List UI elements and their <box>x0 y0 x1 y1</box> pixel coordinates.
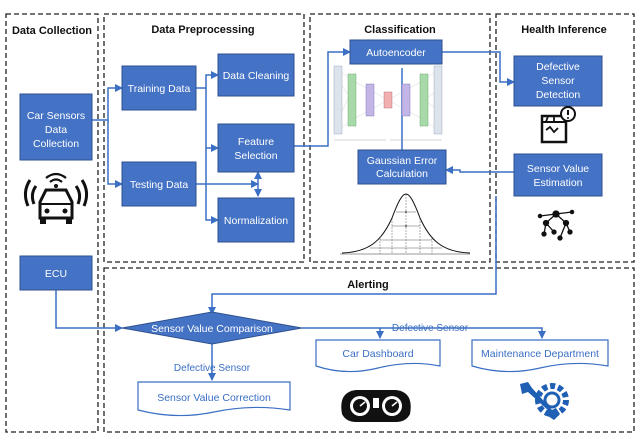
sensor-value-estimation-box <box>513 153 603 197</box>
autoencoder-label: Autoencoder <box>366 47 426 59</box>
arrow-training-to-feature <box>205 88 219 152</box>
section-title-data-preprocessing: Data Preprocessing <box>151 24 254 36</box>
arrow-comparison-to-maintenance <box>380 327 546 339</box>
arrow-bus-to-normalization <box>205 148 219 224</box>
autoencoder-network-figure <box>333 65 443 141</box>
section-title-data-collection: Data Collection <box>12 25 92 37</box>
classification-frame <box>309 13 491 263</box>
edge-label-defective-dashboard: Defective Sensor <box>392 323 469 334</box>
feature-selection-label-1: Feature <box>238 136 274 148</box>
network-tree-icon <box>537 209 575 241</box>
ecu-label: ECU <box>45 268 67 280</box>
arrow-feature-to-autoencoder <box>294 48 351 147</box>
data-collection-frame <box>5 13 99 433</box>
car-sensor-icon <box>23 172 89 224</box>
data-cleaning-box <box>217 53 295 97</box>
normalization-label: Normalization <box>224 215 288 227</box>
arrow-comparison-to-dashboard <box>302 327 384 339</box>
package-alert-icon <box>540 106 576 144</box>
ecu-box <box>19 255 93 291</box>
arrow-sensors-to-training <box>92 84 123 121</box>
data-cleaning-label: Data Cleaning <box>223 70 290 82</box>
gaussian-error-label-1: Gaussian Error <box>367 155 438 167</box>
testing-data-label: Testing Data <box>130 179 189 191</box>
car-dashboard-doc <box>315 339 441 373</box>
section-title-alerting: Alerting <box>347 279 389 291</box>
dashboard-gauge-icon <box>341 390 411 422</box>
gaussian-error-box <box>357 149 447 185</box>
arrow-estimation-to-comparison <box>208 196 497 315</box>
sensor-value-correction-label: Sensor Value Correction <box>157 392 271 404</box>
alerting-frame <box>103 267 635 433</box>
training-data-label: Training Data <box>128 83 191 95</box>
testing-data-box <box>121 161 197 207</box>
normalization-box <box>217 197 295 243</box>
wrench-gear-icon <box>520 382 569 420</box>
detection-label-2: Sensor <box>541 75 575 87</box>
arrow-sensors-to-testing <box>107 120 123 188</box>
gaussian-curve-figure <box>340 193 471 255</box>
car-sensors-label-2: Data <box>45 124 67 136</box>
detection-label-1: Defective <box>536 61 580 73</box>
arrow-autoencoder-to-detection <box>442 51 515 86</box>
arrow-estimation-to-gaussian <box>445 166 514 174</box>
sensor-value-comparison-diamond <box>121 311 303 345</box>
autoencoder-box <box>349 39 443 65</box>
maintenance-department-label: Maintenance Department <box>481 348 599 360</box>
car-sensors-box <box>19 93 93 161</box>
connectors <box>55 48 546 381</box>
arrow-training-to-cleaning <box>196 71 219 89</box>
car-dashboard-label: Car Dashboard <box>342 348 413 360</box>
car-sensors-label-3: Collection <box>33 138 79 150</box>
arrow-ecu-to-comparison <box>55 290 123 332</box>
defective-sensor-detection-box <box>513 55 603 107</box>
detection-label-3: Detection <box>536 89 581 101</box>
feature-selection-box <box>217 123 295 173</box>
data-preprocessing-frame <box>103 13 305 263</box>
car-sensors-label-1: Car Sensors <box>27 110 85 122</box>
estimation-label-2: Estimation <box>533 177 582 189</box>
sensor-value-correction-doc <box>137 381 291 417</box>
maintenance-department-doc <box>471 339 609 373</box>
estimation-label-1: Sensor Value <box>527 163 589 175</box>
section-title-health-inference: Health Inference <box>521 24 607 36</box>
section-title-classification: Classification <box>364 24 436 36</box>
feature-selection-label-2: Selection <box>234 150 277 162</box>
comparison-label: Sensor Value Comparison <box>151 323 273 335</box>
health-inference-frame <box>495 13 635 263</box>
training-data-box <box>121 65 197 111</box>
edge-label-defective-correction: Defective Sensor <box>174 363 251 374</box>
gaussian-error-label-2: Calculation <box>376 168 428 180</box>
